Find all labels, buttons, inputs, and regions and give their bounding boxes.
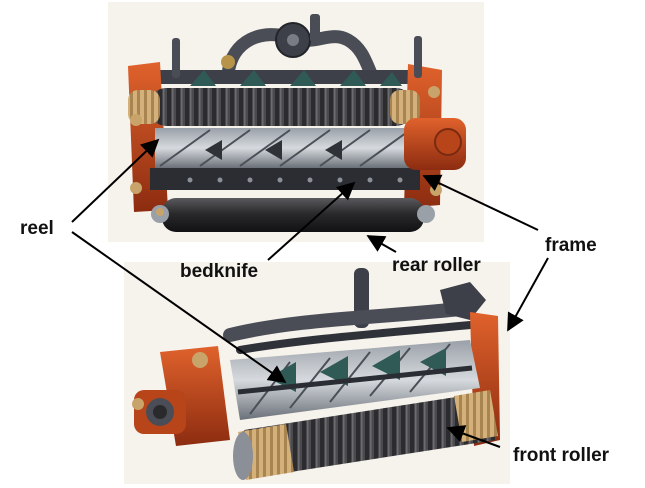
frame-arrow-top	[422, 174, 539, 231]
reel-arrow-bottom	[71, 231, 287, 384]
label-frame: frame	[545, 235, 597, 256]
label-reel: reel	[20, 218, 54, 239]
top-rear-roller	[162, 198, 424, 232]
front-roller-arrow	[446, 425, 501, 448]
label-bedknife: bedknife	[180, 261, 259, 282]
top-ribbed-roller	[150, 88, 412, 126]
upper-frame-tube	[223, 301, 477, 342]
bottom-view-image	[124, 262, 510, 484]
rear-roller-arrow	[366, 235, 397, 253]
bottom-front-roller	[244, 392, 496, 478]
label-front-roller: front roller	[513, 445, 610, 466]
bedknife-rod	[237, 365, 473, 395]
label-rear-roller: rear roller	[392, 255, 481, 276]
bedknife-arrow	[267, 181, 356, 261]
adjust-knob	[221, 55, 235, 69]
reel-arrow-top	[71, 138, 160, 223]
frame-arrow-bottom	[507, 257, 549, 332]
top-view-image	[108, 2, 484, 242]
annotation-arrows	[71, 138, 549, 448]
